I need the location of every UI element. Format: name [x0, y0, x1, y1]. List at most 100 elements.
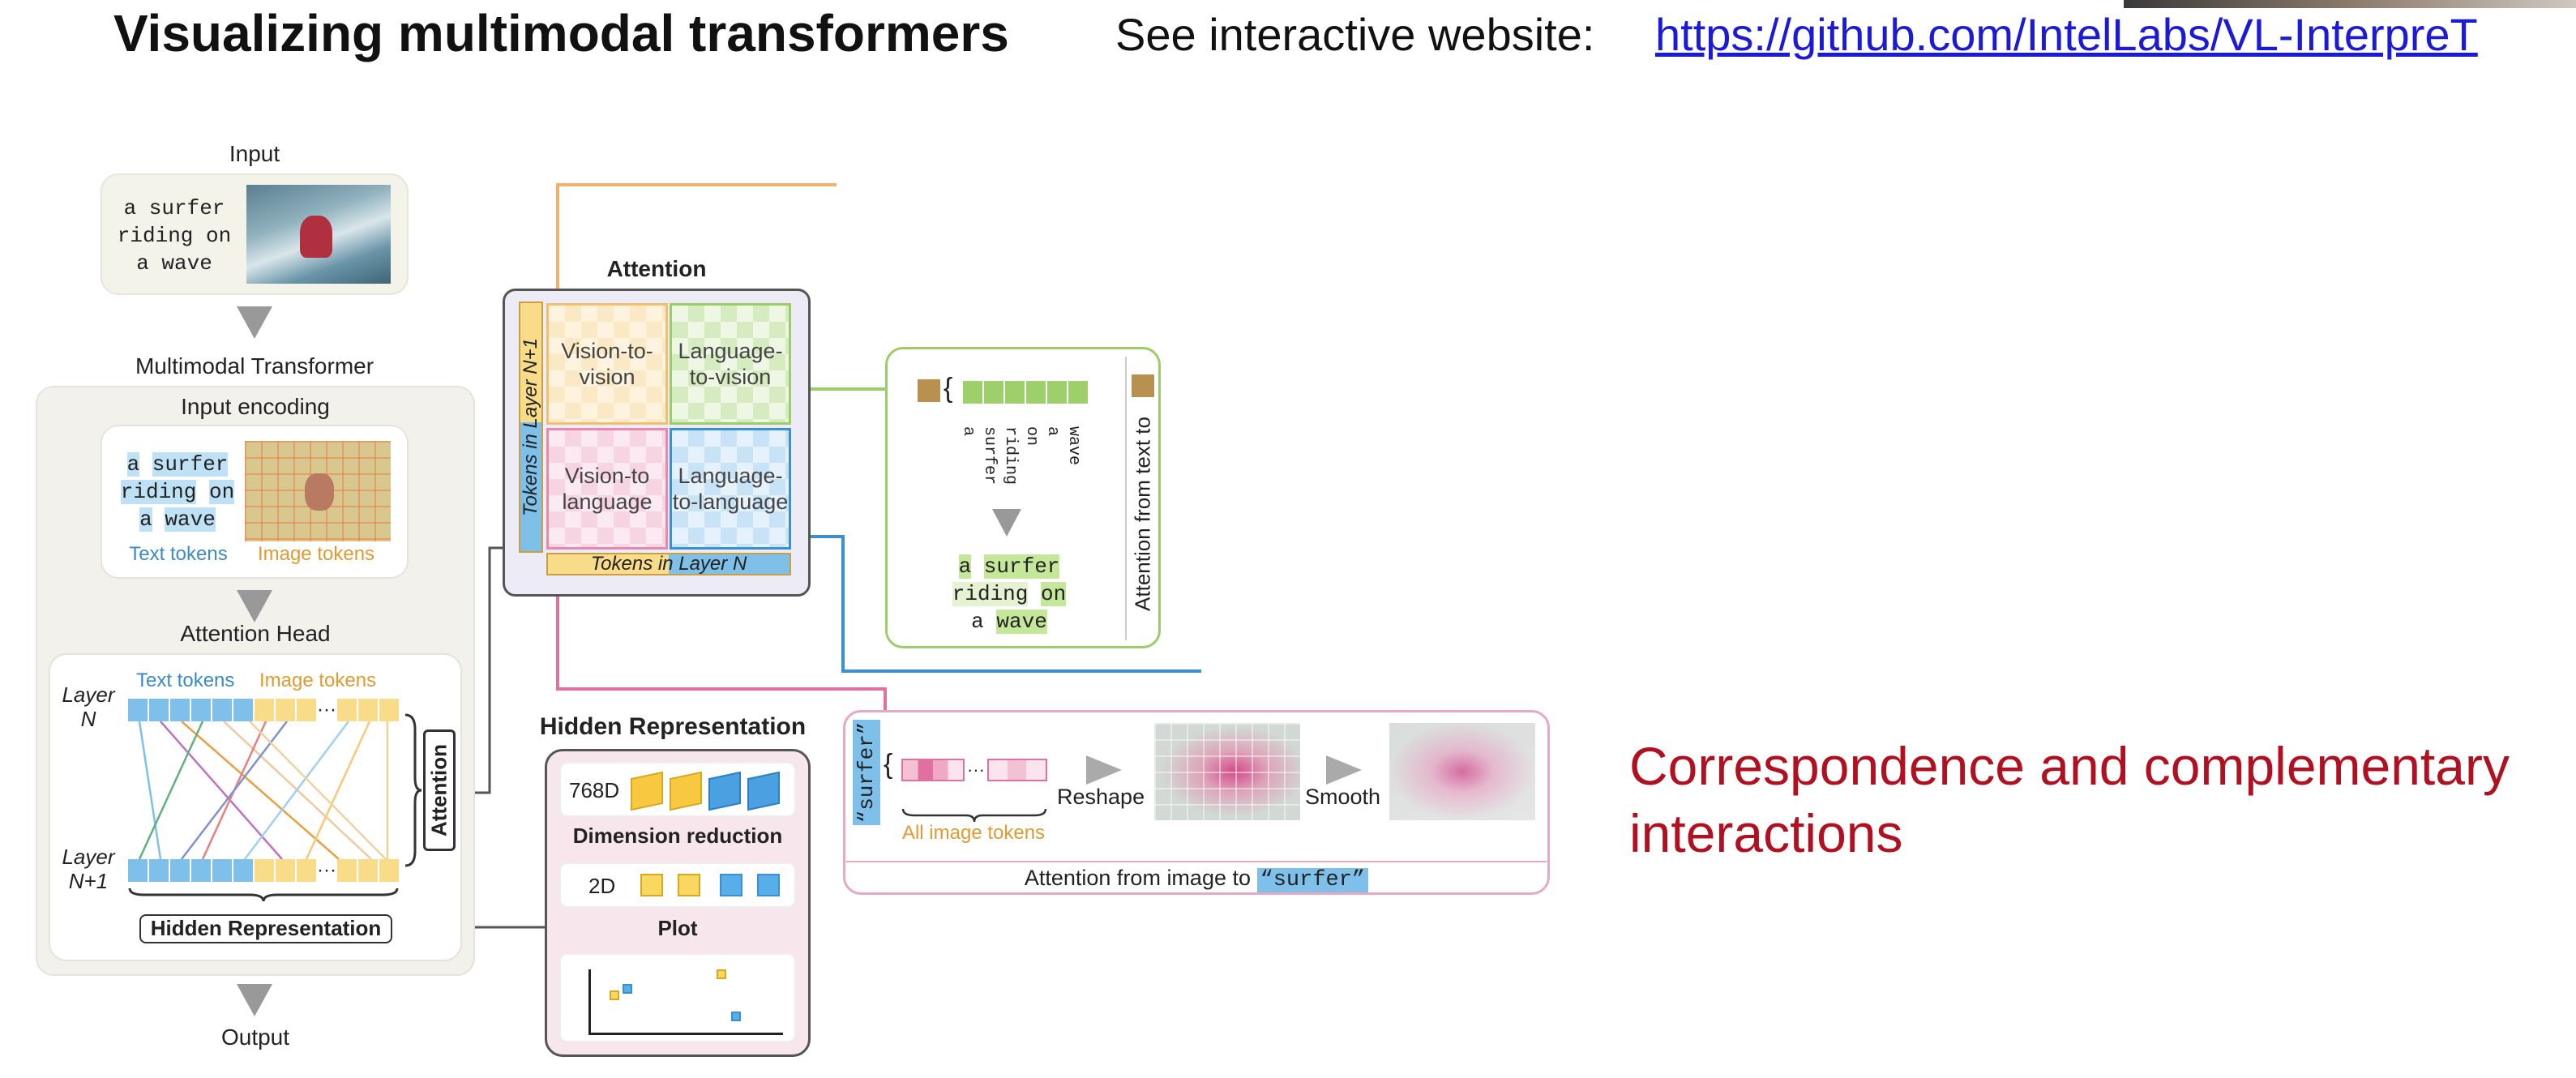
plot-point-y1 — [610, 990, 619, 1000]
attention-text-to-label: Attention from text to — [1130, 417, 1155, 611]
multimodal-transformer-label: Multimodal Transformer — [135, 353, 374, 379]
tokens-n-label: Tokens in Layer N — [590, 553, 747, 575]
language-to-vision-cell: Language-to-vision — [670, 303, 791, 425]
token: a — [971, 610, 984, 634]
square-y2 — [678, 874, 700, 896]
hidden-panel-title: Hidden Representation — [539, 713, 807, 740]
image-strip-dots: ··· — [966, 759, 985, 780]
vision-to-vision-cell: Vision-to-vision — [546, 303, 668, 425]
layer-n1-label: Layer N+1 — [52, 845, 125, 893]
layer-n-word: Layer — [62, 682, 115, 707]
input-line-2: riding on — [117, 224, 232, 248]
l2v-line-2: to-vision — [689, 365, 772, 389]
image-tokens-label: Image tokens — [257, 543, 375, 565]
dim-reduction-label: Dimension reduction — [572, 823, 783, 848]
layer-n-token-row: ··· — [128, 699, 399, 721]
square-b2 — [757, 874, 780, 896]
slide-title: Visualizing multimodal transformers — [113, 4, 1009, 62]
layer-n-symbol: N — [80, 707, 96, 731]
text-attention-strip — [963, 381, 1089, 404]
all-image-tokens-label: All image tokens — [901, 822, 1046, 844]
token: on — [209, 480, 235, 504]
plot-label: Plot — [657, 916, 698, 940]
image-brace-symbol: { — [884, 749, 893, 780]
image-attention-strip: ··· — [901, 759, 1047, 781]
token: surfer — [152, 452, 229, 477]
input-line-1: a surfer — [123, 196, 225, 220]
reshape-label: Reshape — [1057, 785, 1145, 809]
layer-n1-token-row: ··· — [128, 859, 399, 882]
input-line-3: a wave — [136, 251, 212, 276]
head-text-tokens-label: Text tokens — [136, 669, 235, 691]
smooth-label: Smooth — [1305, 785, 1381, 809]
v2v-line-2: vision — [579, 365, 635, 389]
side-thumb — [1132, 374, 1154, 397]
enc-row-1: a surfer — [118, 451, 237, 478]
word-on: on — [1022, 426, 1041, 447]
token: riding — [952, 582, 1029, 606]
down-arrow-2 — [237, 590, 272, 622]
token: a — [958, 554, 972, 579]
token: surfer — [983, 554, 1060, 579]
d2-row: 2D — [559, 862, 796, 908]
l2v-line-1: Language- — [678, 338, 783, 363]
token: wave — [996, 610, 1047, 634]
text-panel-divider — [1125, 357, 1127, 640]
d768-row: 768D — [559, 762, 796, 817]
caption-divider — [846, 861, 1547, 862]
cube-y1 — [631, 771, 663, 811]
attention-vertical-label: Attention — [426, 743, 451, 837]
hidden-representation-label: Hidden Representation — [150, 916, 382, 940]
token: on — [1041, 582, 1067, 606]
cube-y2 — [670, 771, 702, 811]
plot-point-b1 — [623, 984, 632, 994]
sent-row-1: a surfer — [932, 553, 1086, 580]
highlighted-sentence: a surfer riding on a wave — [932, 553, 1086, 635]
v2v-line-1: Vision-to- — [561, 338, 653, 363]
surfer-figure — [305, 473, 334, 511]
correspondence-heading: Correspondence and complementary interac… — [1629, 733, 2510, 866]
square-b1 — [720, 874, 742, 896]
token: riding — [120, 480, 197, 504]
tokens-n1-strip: Tokens in Layer N+1 — [519, 302, 543, 553]
cube-b2 — [747, 771, 780, 811]
l2l-line-2: to-language — [672, 490, 789, 514]
down-arrow-3 — [237, 984, 272, 1016]
word-surfer: surfer — [980, 426, 999, 486]
cube-b1 — [708, 771, 741, 811]
plot-point-b2 — [731, 1012, 741, 1021]
heading-line-2: interactions — [1629, 802, 1903, 863]
layer-n1-symbol: N+1 — [68, 869, 109, 893]
surfer-figure — [300, 216, 332, 258]
heading-line-1: Correspondence and complementary — [1629, 736, 2510, 796]
hidden-representation-button: Hidden Representation — [139, 914, 392, 943]
d2-label: 2D — [588, 874, 616, 898]
image-tokens-grid — [245, 441, 391, 541]
smoothed-image — [1389, 723, 1535, 820]
plot-x-axis — [588, 1033, 783, 1035]
attention-head-label: Attention Head — [180, 621, 331, 646]
caption-prefix: Attention from image to — [1024, 866, 1251, 890]
hidden-brace — [128, 888, 399, 902]
input-label: Input — [229, 141, 280, 166]
reshaped-image — [1154, 723, 1300, 820]
down-arrow-1 — [237, 306, 272, 339]
word-a: a — [959, 426, 978, 437]
head-image-tokens-label: Image tokens — [259, 669, 377, 691]
layer-n1-word: Layer — [62, 845, 115, 869]
webcam-thumbnail — [2124, 0, 2576, 8]
enc-row-2: riding on — [118, 478, 237, 506]
github-link[interactable]: https://github.com/IntelLabs/VL-Interpre… — [1655, 9, 2478, 60]
word-wave: wave — [1064, 426, 1083, 466]
surfer-vertical-label: “surfer” — [854, 721, 879, 823]
smooth-arrow — [1326, 755, 1362, 785]
see-website-text: See interactive website: — [1115, 9, 1595, 60]
attention-label-box: Attention — [423, 729, 456, 851]
brace-symbol: { — [944, 373, 953, 404]
layer-n-label: Layer N — [52, 682, 125, 731]
word-a2: a — [1043, 426, 1062, 437]
enc-row-3: a wave — [118, 506, 237, 533]
input-caption: a surfer riding on a wave — [113, 195, 235, 277]
attention-title: Attention — [606, 256, 707, 281]
